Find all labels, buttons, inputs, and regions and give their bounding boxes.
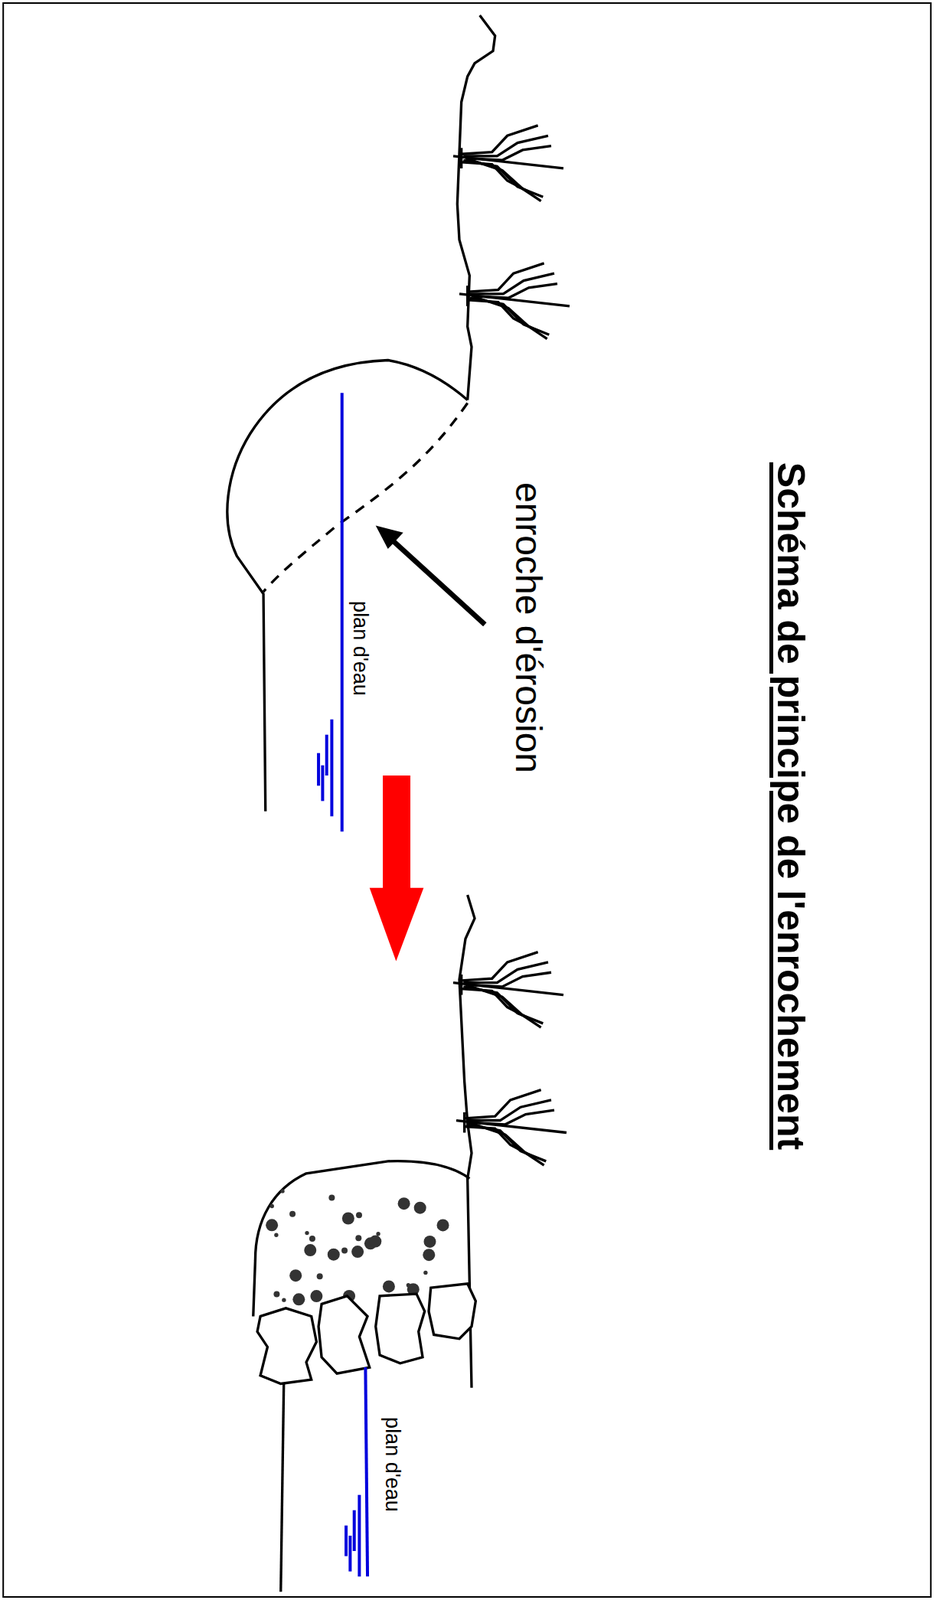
water-ticks bbox=[318, 719, 332, 817]
diagram-title: Schéma de principe de l'enrochement bbox=[771, 462, 810, 1150]
riverbed bbox=[280, 1382, 285, 1592]
water-label: plan d'eau bbox=[382, 1417, 403, 1513]
water-line bbox=[340, 392, 344, 832]
water-line bbox=[365, 1367, 368, 1577]
water-label: plan d'eau bbox=[349, 600, 371, 696]
leader-arrow bbox=[392, 540, 485, 624]
bank-profile bbox=[457, 15, 495, 401]
erosion-line bbox=[263, 402, 468, 592]
eroded-bank bbox=[227, 360, 468, 812]
transition-arrow-head bbox=[369, 888, 425, 962]
transition-arrow bbox=[382, 775, 411, 890]
callout-label: enroche d'érosion bbox=[509, 482, 547, 774]
arrow-head bbox=[375, 525, 404, 549]
water-ticks bbox=[346, 1495, 360, 1578]
frame bbox=[3, 3, 931, 1597]
backfill-dots bbox=[265, 1188, 449, 1306]
